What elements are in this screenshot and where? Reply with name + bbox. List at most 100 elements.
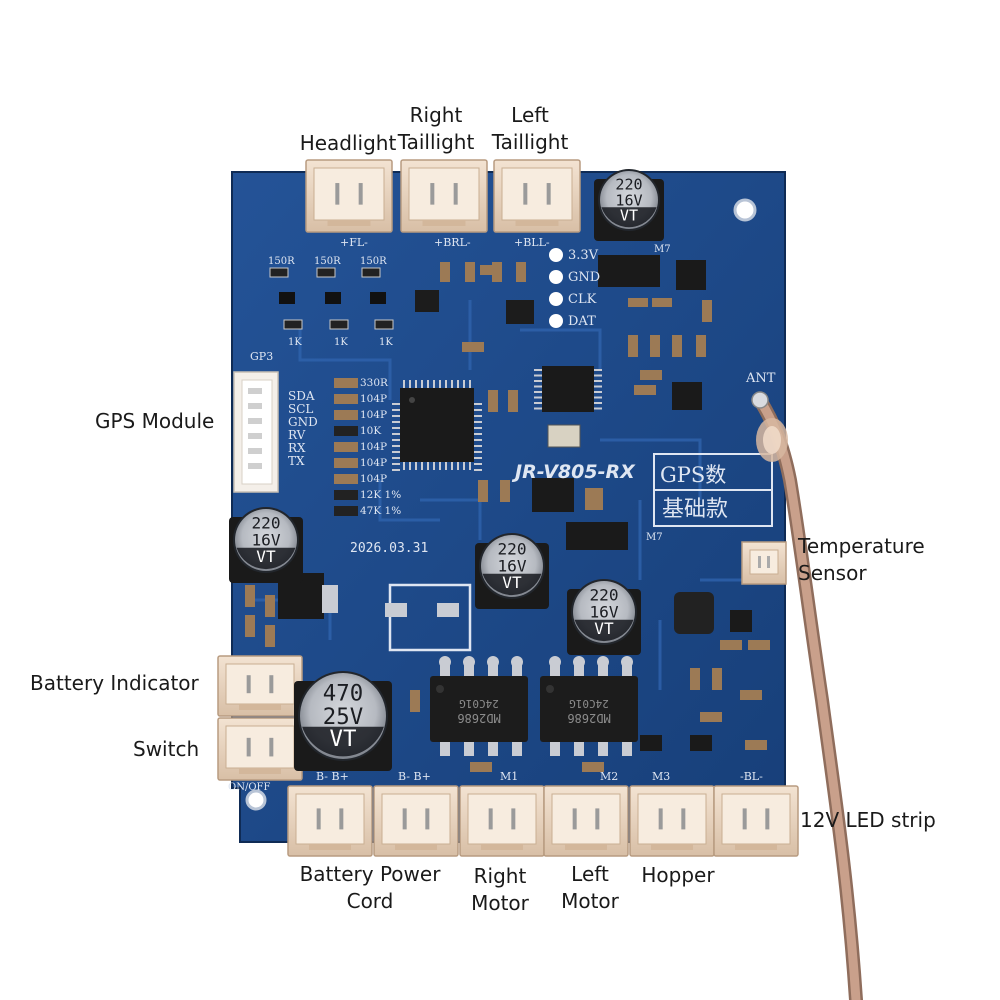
cap-series: VT [620, 206, 638, 224]
connector-hopper [629, 785, 715, 857]
silk-conn-bottom: M2 [600, 770, 618, 783]
silkscreen-text: JR-V805-RX 2026.03.31 GPS数 基础款 GP3 SDASC… [228, 236, 776, 793]
label-left-taillight: Left Taillight [491, 103, 569, 154]
cap-voltage: 25V [323, 704, 363, 730]
cap-series: VT [330, 726, 357, 752]
silk-gps-pin: RV [288, 428, 306, 442]
connector-left-taillight [493, 159, 581, 233]
label-right-taillight: Right Taillight [397, 103, 475, 154]
pcb-traces [250, 300, 760, 690]
cap-voltage: 16V [615, 191, 642, 209]
silk-conn-bottom: M3 [652, 770, 670, 783]
ic-left-text: MD2686 [457, 711, 500, 725]
silk-m7: M7 [654, 244, 671, 255]
label-gps-module: GPS Module [95, 409, 215, 433]
silk-conn-bottom: B- B+ [398, 770, 431, 783]
silk-prog-pin: GND [568, 270, 600, 285]
connector-right-taillight [400, 159, 488, 233]
label-battery-power-cord: Battery Power Cord [299, 862, 441, 913]
connector-battery-indicator [217, 655, 303, 717]
motor-driver-left: MD2686 24C01G [430, 656, 528, 756]
ssop-chip [534, 366, 602, 412]
pad-outline [388, 583, 472, 652]
mounting-holes [245, 198, 757, 811]
cap-voltage: 16V [497, 557, 526, 576]
pad-left [385, 603, 407, 617]
cap-series: VT [594, 619, 614, 638]
cap-value: 220 [251, 514, 280, 533]
cap-value: 220 [589, 586, 618, 605]
silk-conn-bottom: -BL- [740, 770, 763, 783]
silk-conn-top: +BLL- [514, 236, 550, 249]
silk-gps-header: GP3 [250, 350, 273, 363]
silk-list-value: 12K 1% [360, 489, 401, 501]
smd-components [245, 255, 770, 772]
ic-left-code: 24C01G [459, 697, 499, 710]
silk-prog-pin: DAT [568, 314, 596, 329]
antenna-cable [751, 391, 863, 1000]
silk-prog-pin: CLK [568, 292, 597, 307]
silk-resistor: 150R [268, 256, 295, 267]
silk-conn-top: +BRL- [434, 236, 471, 249]
cap-value: 470 [323, 680, 363, 706]
silk-conn-bottom: M1 [500, 770, 518, 783]
cap-value: 220 [615, 175, 642, 193]
silk-gps-pin: TX [288, 454, 305, 468]
silk-gps-pin: RX [288, 441, 306, 455]
label-temperature-sensor: Temperature Sensor [798, 534, 925, 585]
silk-list-value: 47K 1% [360, 505, 401, 517]
label-battery-indicator: Battery Indicator [30, 671, 199, 695]
connector-headlight [305, 159, 393, 233]
silk-resistor: 150R [360, 256, 387, 267]
connector-battery-power [287, 785, 373, 857]
label-switch: Switch [133, 737, 200, 761]
connector-left-motor [543, 785, 629, 857]
silk-on-off: ON/OFF [228, 782, 270, 793]
silk-ant: ANT [745, 371, 776, 386]
connector-group [217, 159, 799, 857]
silk-list-value: 104P [360, 457, 387, 469]
silk-gps-top: GPS数 [660, 463, 726, 487]
silk-conn-top: +FL- [340, 236, 368, 249]
silk-list-value: 330R [360, 377, 389, 389]
connector-switch [217, 717, 303, 781]
silk-model: JR-V805-RX [511, 461, 636, 483]
silk-gps-bottom: 基础款 [662, 497, 728, 522]
silk-list-value: 104P [360, 393, 387, 405]
motor-driver-right: MD2686 24C01G [540, 656, 638, 756]
label-left-motor: Left Motor [561, 862, 619, 913]
cap-series: VT [256, 547, 276, 566]
cap-voltage: 16V [251, 531, 280, 550]
silk-prog-pin: 3.3V [568, 248, 599, 263]
silk-list-value: 104P [360, 409, 387, 421]
ic-right-code: 24C01G [569, 697, 609, 710]
resistor-column [334, 378, 358, 516]
connector-right-motor [459, 785, 545, 857]
cap-series: VT [502, 573, 522, 592]
silk-list-value: 104P [360, 473, 387, 485]
silk-gps-pin: GND [288, 415, 318, 429]
prog-pads [549, 248, 563, 328]
label-hopper: Hopper [641, 863, 715, 887]
label-headlight: Headlight [299, 131, 397, 155]
silk-k: 1K [288, 337, 302, 348]
silk-resistor: 150R [314, 256, 341, 267]
silk-m7-mid: M7 [646, 532, 663, 543]
label-led-strip: 12V LED strip [800, 808, 936, 832]
temp-sensor-connector [741, 541, 787, 585]
silk-gps-pin: SDA [288, 389, 315, 403]
connector-battery-power-2 [373, 785, 459, 857]
silk-list-value: 10K [360, 425, 381, 437]
silk-list-value: 104P [360, 441, 387, 453]
pad-right [437, 603, 459, 617]
silk-k: 1K [334, 337, 348, 348]
silk-date: 2026.03.31 [350, 541, 428, 556]
silk-gps-pin: SCL [288, 402, 313, 416]
